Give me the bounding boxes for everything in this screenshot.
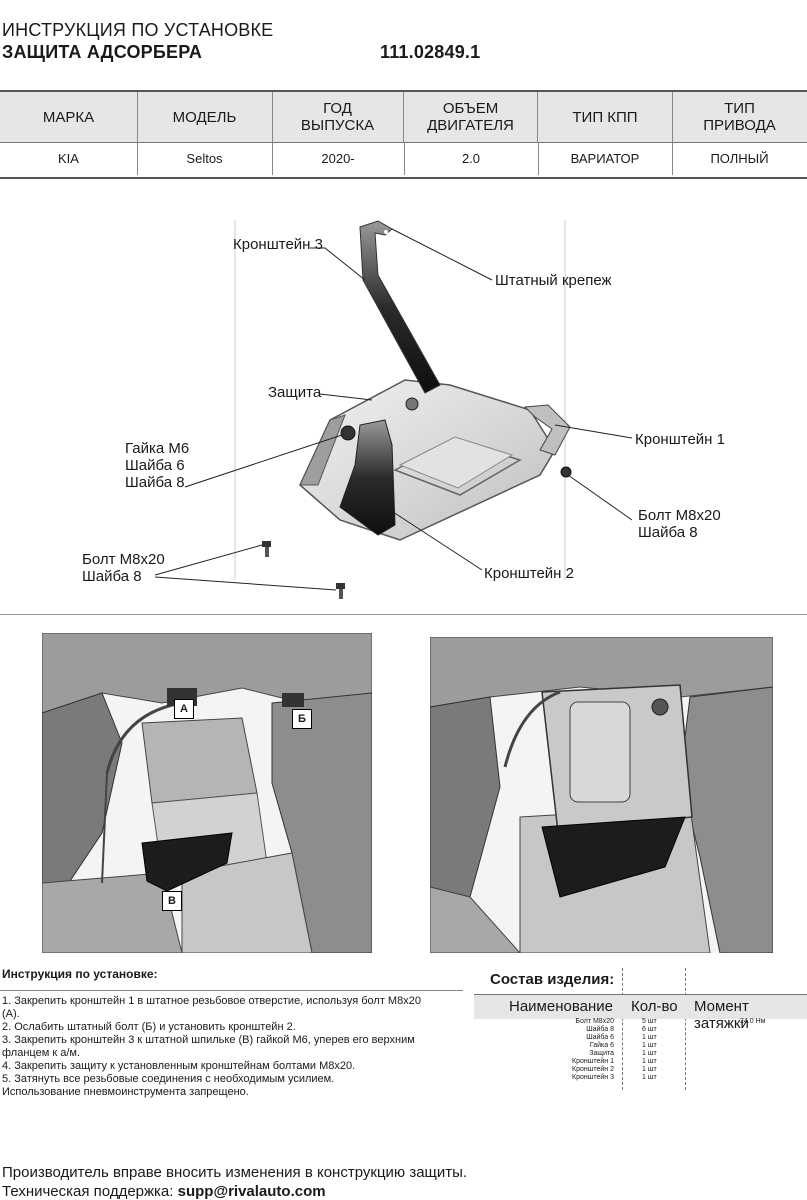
footer-support: Техническая поддержка: supp@rivalauto.co… (2, 1183, 326, 1200)
label-washer-right: Шайба 8 (638, 524, 698, 541)
spec-value-drive: ПОЛНЫЙ (710, 151, 769, 166)
composition-torque-cell: 24.0 Нм (740, 1018, 766, 1025)
spec-value-gearbox: ВАРИАТОР (538, 142, 673, 175)
assembly-diagram (154, 220, 633, 599)
spec-table: МАРКА МОДЕЛЬ ГОД ВЫПУСКА ОБЪЕМ ДВИГАТЕЛЯ… (0, 90, 807, 179)
composition-torque: 24.0 Нм (740, 1018, 765, 1026)
instructions-title: Инструкция по установке: (2, 967, 158, 981)
spec-header-gearbox: ТИП КПП (538, 92, 673, 142)
product-name: ЗАЩИТА АДСОРБЕРА (2, 42, 203, 62)
spec-header-engine: ОБЪЕМ ДВИГАТЕЛЯ (404, 92, 538, 142)
spec-value-engine: 2.0 (404, 142, 539, 175)
instruction-step: 1. Закрепить кронштейн 1 в штатное резьб… (2, 995, 421, 1020)
composition-header-name: Наименование (509, 998, 613, 1015)
section-divider (0, 614, 807, 615)
composition-title: Состав изделия: (490, 971, 615, 988)
label-bolt-left: Болт М8х20 (82, 551, 165, 568)
nut-m6-part (340, 425, 356, 441)
marker-a-arrow: А (174, 699, 194, 719)
marker-v-label: В (168, 895, 176, 907)
spec-value-brand: KIA (0, 142, 138, 175)
spec-value-year: 2020- (272, 142, 405, 175)
bracket-3-part (359, 220, 441, 394)
marker-a-label: А (180, 703, 188, 715)
document-title: ИНСТРУКЦИЯ ПО УСТАНОВКЕ (2, 20, 274, 40)
composition-qty-cell: 6 шт (642, 1026, 657, 1033)
composition-qty-cell: 1 шт (642, 1034, 657, 1041)
composition-name-cell: Защита (589, 1050, 614, 1057)
composition-name-cell: Кронштейн 1 (572, 1058, 614, 1065)
bolt-right-part (560, 466, 572, 478)
composition-divider (685, 968, 686, 1090)
bolt-left-lower-part (336, 583, 345, 599)
label-guard: Защита (268, 384, 322, 401)
install-photo-guard (430, 637, 773, 953)
composition-qty-cell: 1 шт (642, 1050, 657, 1057)
guard-plate (299, 379, 556, 541)
label-bolt-right: Болт М8х20 (638, 507, 721, 524)
support-email-link[interactable]: supp@rivalauto.com (177, 1183, 326, 1200)
bolt-left-upper-part (262, 541, 271, 557)
label-washer-6: Шайба 6 (125, 457, 185, 474)
composition-quantities: 5 шт 6 шт 1 шт 1 шт 1 шт 1 шт 1 шт 1 шт (642, 1018, 657, 1082)
spec-header-model: МОДЕЛЬ (137, 92, 273, 142)
composition-qty-cell: 1 шт (642, 1074, 657, 1081)
composition-name-cell: Шайба 6 (586, 1034, 614, 1041)
composition-name-cell: Кронштейн 3 (572, 1074, 614, 1081)
label-nut-m6: Гайка М6 (125, 440, 190, 457)
label-bracket-3: Кронштейн 3 (233, 236, 323, 253)
composition-qty-cell: 1 шт (642, 1058, 657, 1065)
install-photo-brackets: А Б В (42, 633, 372, 953)
bracket-2-part (339, 419, 396, 536)
spec-header-year: ГОД ВЫПУСКА (272, 92, 404, 142)
composition-name-cell: Болт М8х20 (575, 1018, 614, 1025)
standard-fastener-part (405, 397, 419, 411)
instructions-list: 1. Закрепить кронштейн 1 в штатное резьб… (2, 995, 432, 1099)
composition-header: Наименование Кол-во Момент затяжки (474, 994, 807, 1032)
composition-qty-cell: 5 шт (642, 1018, 657, 1025)
composition-divider (622, 968, 623, 1090)
composition-qty-cell: 1 шт (642, 1042, 657, 1049)
composition-name-cell: Кронштейн 2 (572, 1066, 614, 1073)
spec-header-drive: ТИП ПРИВОДА (703, 100, 776, 134)
article-number: 111.02849.1 (380, 42, 481, 62)
marker-v-arrow: В (162, 891, 182, 911)
composition-header-qty: Кол-во (631, 998, 678, 1015)
composition-name-cell: Гайка 6 (589, 1042, 614, 1049)
instruction-step: 4. Закрепить защиту к установленным крон… (2, 1060, 356, 1072)
bracket-1-part (523, 404, 571, 456)
instruction-step: 2. Ослабить штатный болт (Б) и установит… (2, 1021, 296, 1033)
instruction-step: 3. Закрепить кронштейн 3 к штатной шпиль… (2, 1034, 415, 1059)
marker-b-arrow: Б (292, 709, 312, 729)
spec-value-model: Seltos (137, 142, 273, 175)
support-label: Техническая поддержка: (2, 1183, 178, 1200)
composition-qty-cell: 1 шт (642, 1066, 657, 1073)
composition-names: Болт М8х20 Шайба 8 Шайба 6 Гайка 6 Защит… (540, 1018, 614, 1082)
label-bracket-1: Кронштейн 1 (635, 431, 725, 448)
label-bracket-2: Кронштейн 2 (484, 565, 574, 582)
composition-name-cell: Шайба 8 (586, 1026, 614, 1033)
footer-notice: Производитель вправе вносить изменения в… (2, 1164, 468, 1181)
instruction-step: Использование пневмоинструмента запрещен… (2, 1086, 249, 1098)
marker-b-label: Б (298, 713, 306, 725)
label-standard-mount: Штатный крепеж (495, 272, 612, 289)
instruction-step: 5. Затянуть все резьбовые соединения с н… (2, 1073, 335, 1085)
composition-header-torque: Момент затяжки (694, 998, 749, 1032)
spec-header-brand: МАРКА (0, 92, 138, 142)
instructions-divider (0, 990, 463, 991)
label-washer-left: Шайба 8 (82, 568, 142, 585)
label-washer-8: Шайба 8 (125, 474, 185, 491)
